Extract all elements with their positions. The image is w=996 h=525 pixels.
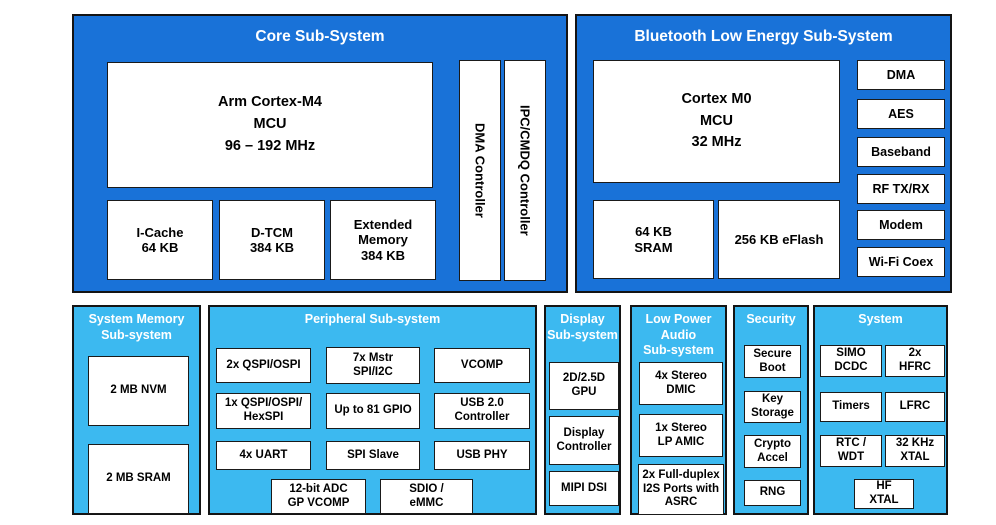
dma-controller-block: DMA Controller [459,60,501,281]
system-subsystem: System SIMO DCDC 2x HFRC Timers LFRC RTC… [813,305,948,515]
system-memory-title: System Memory Sub-system [88,312,185,342]
ble-dma-block: DMA [857,60,945,90]
gpu-block: 2D/2.5D GPU [549,362,619,410]
display-controller-block: Display Controller [549,416,619,465]
vcomp-block: VCOMP [434,348,530,383]
uart-block: 4x UART [216,441,311,470]
hexspi-block: 1x QSPI/OSPI/ HexSPI [216,393,311,429]
amic-block: 1x Stereo LP AMIC [639,414,723,457]
key-storage-block: Key Storage [744,391,801,423]
ble-subsystem: Bluetooth Low Energy Sub-System Cortex M… [575,14,952,293]
ble-modem-block: Modem [857,210,945,240]
display-title: Display Sub-system [547,312,618,342]
peripheral-subsystem: Peripheral Sub-system 2x QSPI/OSPI 7x Ms… [208,305,537,515]
audio-subsystem: Low Power Audio Sub-system 4x Stereo DMI… [630,305,727,515]
simo-dcdc-block: SIMO DCDC [820,345,882,377]
qspi-ospi-block: 2x QSPI/OSPI [216,348,311,383]
ble-sram-block: 64 KB SRAM [593,200,714,279]
hfrc-block: 2x HFRC [885,345,945,377]
sdio-emmc-block: SDIO / eMMC [380,479,473,514]
extended-memory-block: Extended Memory 384 KB [330,200,436,280]
rng-block: RNG [744,480,801,506]
icache-block: I-Cache 64 KB [107,200,213,280]
peripheral-title: Peripheral Sub-system [304,312,441,326]
secure-boot-block: Secure Boot [744,345,801,378]
mipi-dsi-block: MIPI DSI [549,471,619,506]
ble-wifi-coex-block: Wi-Fi Coex [857,247,945,277]
dtcm-block: D-TCM 384 KB [219,200,325,280]
mstr-spi-i2c-block: 7x Mstr SPI/I2C [326,347,420,384]
i2s-asrc-block: 2x Full-duplex I2S Ports with ASRC [638,464,724,515]
ble-rf-txrx-block: RF TX/RX [857,174,945,204]
crypto-accel-block: Crypto Accel [744,435,801,468]
nvm-block: 2 MB NVM [88,356,189,426]
gpio-block: Up to 81 GPIO [326,393,420,429]
sram-block: 2 MB SRAM [88,444,189,514]
system-memory-subsystem: System Memory Sub-system 2 MB NVM 2 MB S… [72,305,201,515]
core-subsystem: Core Sub-System Arm Cortex-M4 MCU 96 – 1… [72,14,568,293]
display-subsystem: Display Sub-system 2D/2.5D GPU Display C… [544,305,621,515]
arm-cortex-m4-block: Arm Cortex-M4 MCU 96 – 192 MHz [107,62,433,188]
security-subsystem: Security Secure Boot Key Storage Crypto … [733,305,809,515]
cortex-m0-block: Cortex M0 MCU 32 MHz [593,60,840,183]
security-title: Security [746,312,796,326]
lfrc-block: LFRC [885,392,945,422]
timers-block: Timers [820,392,882,422]
audio-title: Low Power Audio Sub-system [643,312,714,358]
ble-subsystem-title: Bluetooth Low Energy Sub-System [634,28,893,45]
xtal-32khz-block: 32 KHz XTAL [885,435,945,467]
ble-eflash-block: 256 KB eFlash [718,200,840,279]
system-title: System [858,312,903,326]
adc-vcomp-block: 12-bit ADC GP VCOMP [271,479,366,514]
ble-baseband-block: Baseband [857,137,945,167]
usb-phy-block: USB PHY [434,441,530,470]
dmic-block: 4x Stereo DMIC [639,362,723,405]
rtc-wdt-block: RTC / WDT [820,435,882,467]
spi-slave-block: SPI Slave [326,441,420,470]
usb-controller-block: USB 2.0 Controller [434,393,530,429]
ble-aes-block: AES [857,99,945,129]
ipc-cmdq-controller-block: IPC/CMDQ Controller [504,60,546,281]
core-subsystem-title: Core Sub-System [255,28,385,45]
hf-xtal-block: HF XTAL [854,479,914,509]
